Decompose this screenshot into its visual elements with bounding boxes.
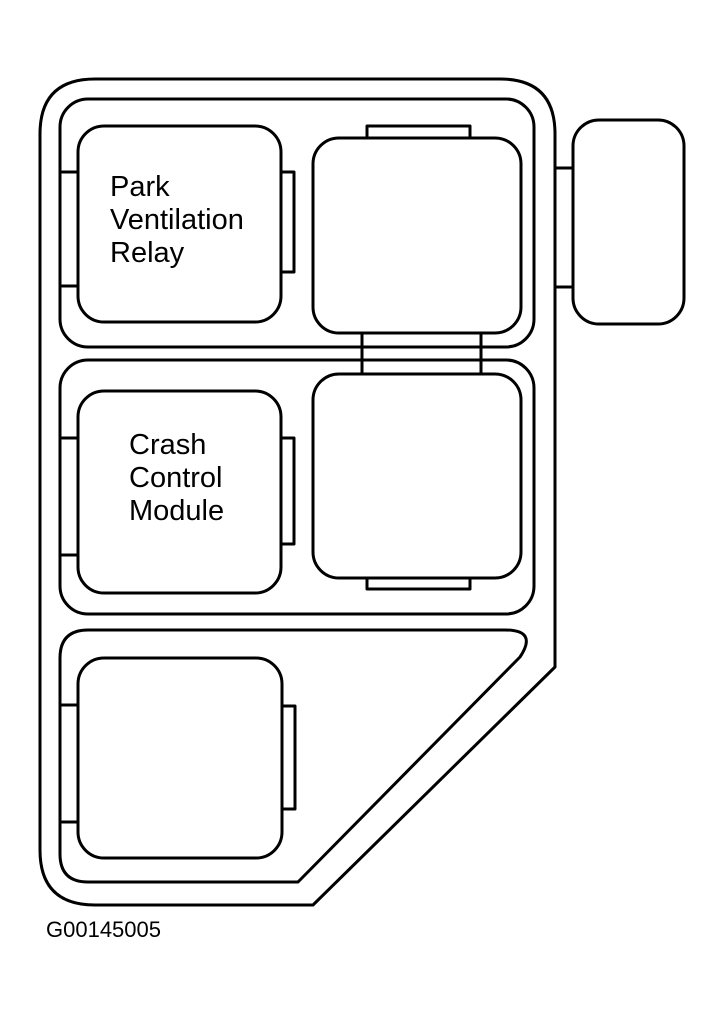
relay-label-line-1: Park xyxy=(110,171,170,203)
relay-label: Crash Control Module xyxy=(129,429,231,527)
slot-external-side xyxy=(553,118,686,326)
relay-tab-bottom xyxy=(365,576,472,591)
slot-lower-left xyxy=(60,656,297,860)
relay-tab-left xyxy=(60,170,80,288)
relay-label: Park Ventilation Relay xyxy=(110,171,252,269)
slot-upper-right xyxy=(311,124,523,376)
slot-park-ventilation-relay: Park Ventilation Relay xyxy=(60,124,296,324)
lower-compartment xyxy=(58,628,528,884)
relay-body xyxy=(76,656,284,860)
relay-body xyxy=(311,372,523,580)
relay-label-line-1: Crash xyxy=(129,429,206,461)
slot-middle-right xyxy=(311,372,523,591)
relay-label-line-2: Control xyxy=(129,462,223,494)
relay-mount-bracket xyxy=(553,166,575,289)
upper-compartment xyxy=(58,97,536,349)
relay-label-line-2: Ventilation xyxy=(110,204,244,236)
relay-tab-right xyxy=(279,436,296,546)
relay-connector-bottom xyxy=(360,331,483,376)
relay-tab-left xyxy=(60,703,80,824)
relay-body xyxy=(571,118,686,326)
middle-compartment xyxy=(58,358,536,616)
figure-id: G00145005 xyxy=(46,917,161,942)
relay-tab-left xyxy=(60,436,80,557)
relay-label-line-3: Module xyxy=(129,495,224,527)
relay-tab-right xyxy=(280,704,297,811)
relay-tab-right xyxy=(279,170,296,274)
relay-tab-top xyxy=(365,124,472,140)
relay-label-line-3: Relay xyxy=(110,237,185,269)
relay-body xyxy=(311,136,523,335)
housing-outline xyxy=(38,77,557,907)
slot-crash-control-module: Crash Control Module xyxy=(60,389,296,595)
